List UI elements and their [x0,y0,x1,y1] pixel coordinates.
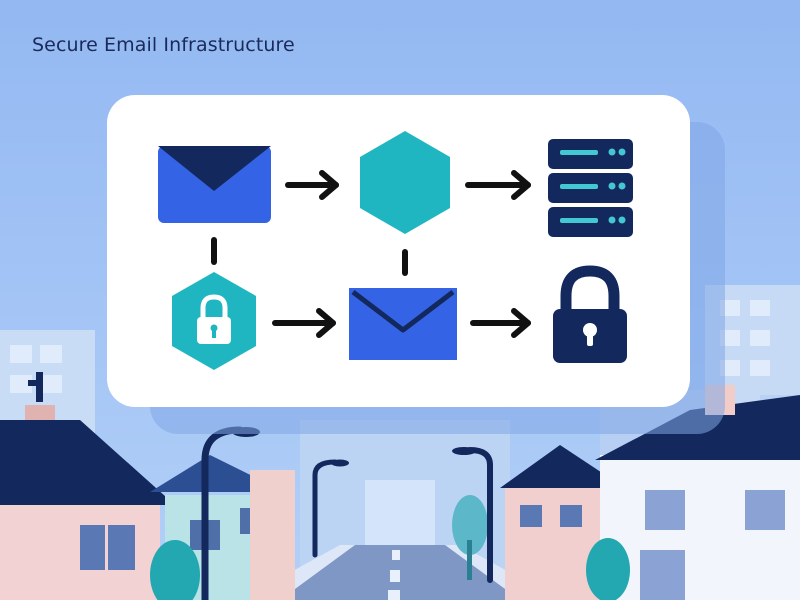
arrow-mail-to-gateway [285,170,339,200]
arrow-lock-to-mail [272,308,336,338]
envelope-icon [349,288,457,360]
hexagon-icon [360,131,450,234]
hexagon-lock-icon [172,272,256,370]
houses-left [0,372,295,600]
padlock-icon [553,265,627,363]
connectors [211,170,531,338]
road [240,545,560,600]
envelope-icon [158,146,271,223]
arrow-mail-to-storage [470,308,531,338]
server-stack-icon [548,139,633,237]
arrow-gateway-to-server [465,170,531,200]
page-title: Secure Email Infrastructure [32,34,295,56]
